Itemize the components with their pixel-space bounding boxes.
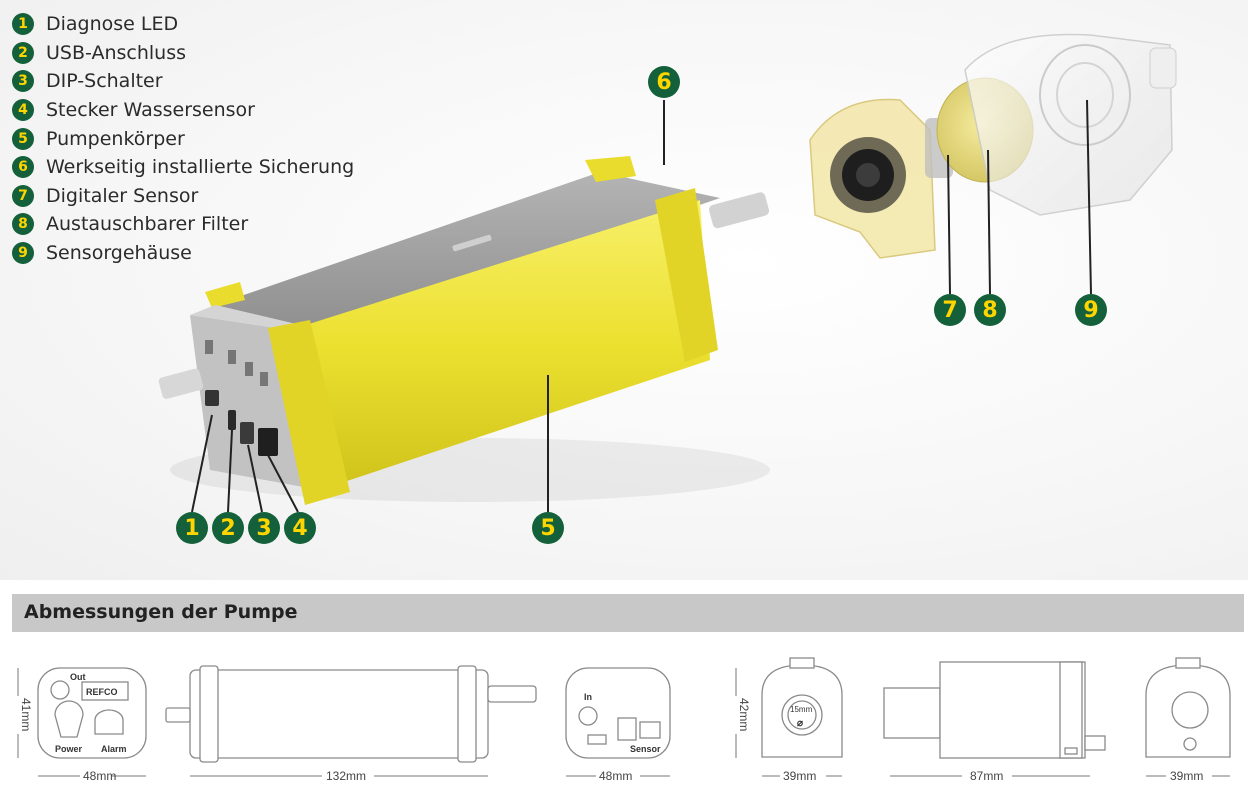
power-socket-icon (54, 700, 84, 738)
inlet-nozzle (158, 368, 204, 399)
label-sensor: Sensor (630, 744, 661, 754)
dim-width-1: 48mm (83, 769, 116, 783)
legend-label: Austauschbarer Filter (46, 213, 249, 236)
section-title: Abmessungen der Pumpe (24, 601, 298, 623)
sensor-assembly (809, 98, 953, 259)
alarm-socket-icon (94, 709, 124, 735)
leader-8 (987, 149, 991, 295)
inlet-port-icon (578, 706, 598, 726)
legend-item: 7 Digitaler Sensor (12, 182, 354, 211)
callout-4: 4 (284, 512, 316, 544)
legend-number: 3 (12, 70, 34, 93)
legend-number: 5 (12, 127, 34, 150)
legend-item: 4 Stecker Wassersensor (12, 96, 354, 125)
legend-item: 3 DIP-Schalter (12, 67, 354, 96)
legend-label: DIP-Schalter (46, 70, 163, 93)
legend-number: 2 (12, 41, 34, 64)
callout-7: 7 (934, 294, 966, 326)
legend-label: Pumpenkörper (46, 127, 185, 150)
legend-label: Digitaler Sensor (46, 184, 199, 207)
legend-item: 5 Pumpenkörper (12, 124, 354, 153)
leader-7 (947, 154, 951, 295)
front-band (268, 320, 350, 505)
legend-number: 1 (12, 13, 34, 36)
usb-port (228, 410, 236, 430)
outlet-port-icon (50, 680, 70, 700)
dim-height-2: 42mm (737, 698, 751, 731)
legend-number: 6 (12, 156, 34, 179)
legend-item: 6 Werkseitig installierte Sicherung (12, 153, 354, 182)
dim-width-3: 39mm (783, 769, 816, 783)
callout-1: 1 (176, 512, 208, 544)
legend-number: 4 (12, 99, 34, 122)
callout-9: 9 (1075, 294, 1107, 326)
dim-length: 132mm (326, 769, 366, 783)
legend-item: 1 Diagnose LED (12, 10, 354, 39)
legend-item: 9 Sensorgehäuse (12, 239, 354, 268)
dimension-drawings: Out REFCO Power Alarm In Sensor 15mm ⌀ 4… (0, 640, 1248, 797)
sensor-housing (964, 33, 1177, 216)
legend-number: 8 (12, 213, 34, 236)
callout-8: 8 (974, 294, 1006, 326)
dim-sensor-length: 87mm (970, 769, 1003, 783)
outlet-nozzle (709, 192, 770, 229)
rear-band (655, 188, 718, 362)
legend-label: Sensorgehäuse (46, 242, 192, 265)
legend-item: 8 Austauschbarer Filter (12, 210, 354, 239)
legend-label: Werkseitig installierte Sicherung (46, 156, 355, 179)
legend-label: Diagnose LED (46, 13, 179, 36)
dim-height-1: 41mm (19, 698, 33, 731)
label-in: In (584, 692, 592, 702)
legend-number: 9 (12, 242, 34, 265)
callout-5: 5 (532, 512, 564, 544)
legend: 1 Diagnose LED 2 USB-Anschluss 3 DIP-Schalt… (12, 10, 354, 267)
dimension-svg: Out REFCO Power Alarm In Sensor 15mm ⌀ 4… (17, 657, 1231, 783)
label-diameter: 15mm (790, 705, 813, 714)
callout-6: 6 (648, 66, 680, 98)
legend-item: 2 USB-Anschluss (12, 39, 354, 68)
leader-9 (1086, 99, 1092, 295)
label-logo: REFCO (86, 687, 118, 697)
section-header: Abmessungen der Pumpe (12, 594, 1244, 632)
dip-switch (240, 422, 254, 444)
sensor-connector (258, 428, 278, 456)
pump-body (290, 200, 710, 490)
svg-text:⌀: ⌀ (797, 718, 803, 729)
legend-label: Stecker Wassersensor (46, 99, 255, 122)
callout-2: 2 (212, 512, 244, 544)
leader-1 (191, 414, 213, 513)
dim-width-2: 48mm (599, 769, 632, 783)
label-out: Out (70, 672, 86, 682)
leader-2 (227, 429, 233, 513)
led-port (205, 390, 219, 406)
legend-number: 7 (12, 184, 34, 207)
label-power: Power (55, 744, 83, 754)
logo-plate (81, 681, 129, 701)
legend-label: USB-Anschluss (46, 41, 186, 64)
product-photo-area: 1 Diagnose LED 2 USB-Anschluss 3 DIP-Schalt… (0, 0, 1248, 580)
pump-top (215, 172, 720, 332)
pump-illustration (158, 33, 1177, 513)
leader-3 (247, 444, 263, 513)
view-side-long (189, 669, 489, 759)
leader-4 (267, 454, 299, 513)
view-sensor-side (883, 687, 941, 739)
dim-width-4: 39mm (1170, 769, 1203, 783)
label-alarm: Alarm (101, 744, 127, 754)
callout-3: 3 (248, 512, 280, 544)
